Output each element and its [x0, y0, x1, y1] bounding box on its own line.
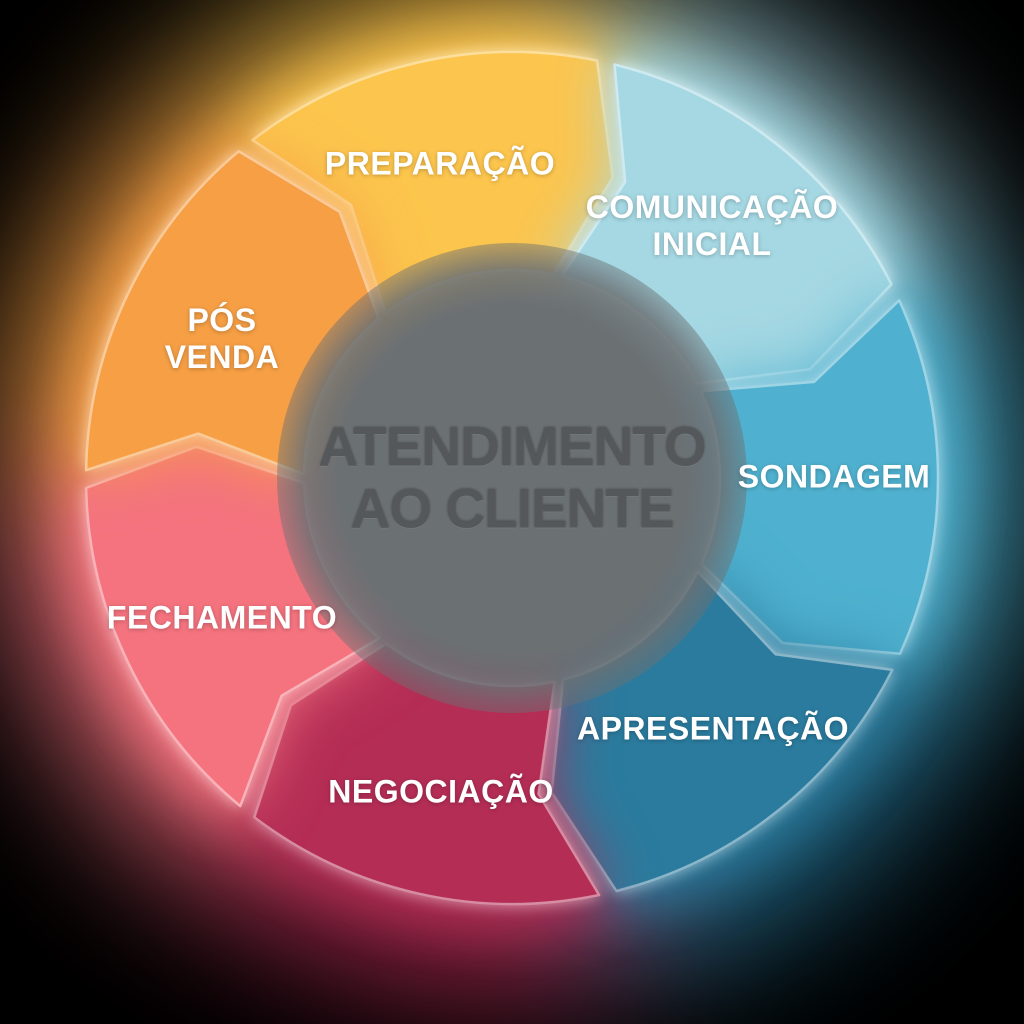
label-fechamento: FECHAMENTO: [107, 600, 337, 637]
label-pos-venda-line-1: PÓS: [187, 302, 257, 339]
label-comunicacao-inicial-line-2: INICIAL: [652, 226, 772, 262]
label-negociacao-line-1: NEGOCIAÇÃO: [328, 773, 554, 810]
label-sondagem: SONDAGEM: [738, 459, 930, 496]
center-disc: [277, 243, 747, 713]
label-comunicacao-inicial-line-1: COMUNICAÇÃO: [585, 189, 839, 226]
label-apresentacao: APRESENTAÇÃO: [577, 711, 849, 748]
center-title-line-2: AO CLIENTE: [350, 477, 674, 539]
label-apresentacao-line-1: APRESENTAÇÃO: [576, 710, 850, 747]
label-preparacao-line-1: PREPARAÇÃO: [324, 145, 556, 182]
label-pos-venda-line-2: VENDA: [164, 339, 280, 375]
center-title-line-1: ATENDIMENTO: [318, 415, 706, 478]
label-preparacao: PREPARAÇÃO: [325, 146, 555, 183]
label-fechamento-line-1: FECHAMENTO: [106, 599, 338, 636]
label-sondagem-line-1: SONDAGEM: [737, 458, 931, 495]
center-title: ATENDIMENTO AO CLIENTE: [318, 415, 706, 539]
label-negociacao: NEGOCIAÇÃO: [328, 774, 553, 811]
